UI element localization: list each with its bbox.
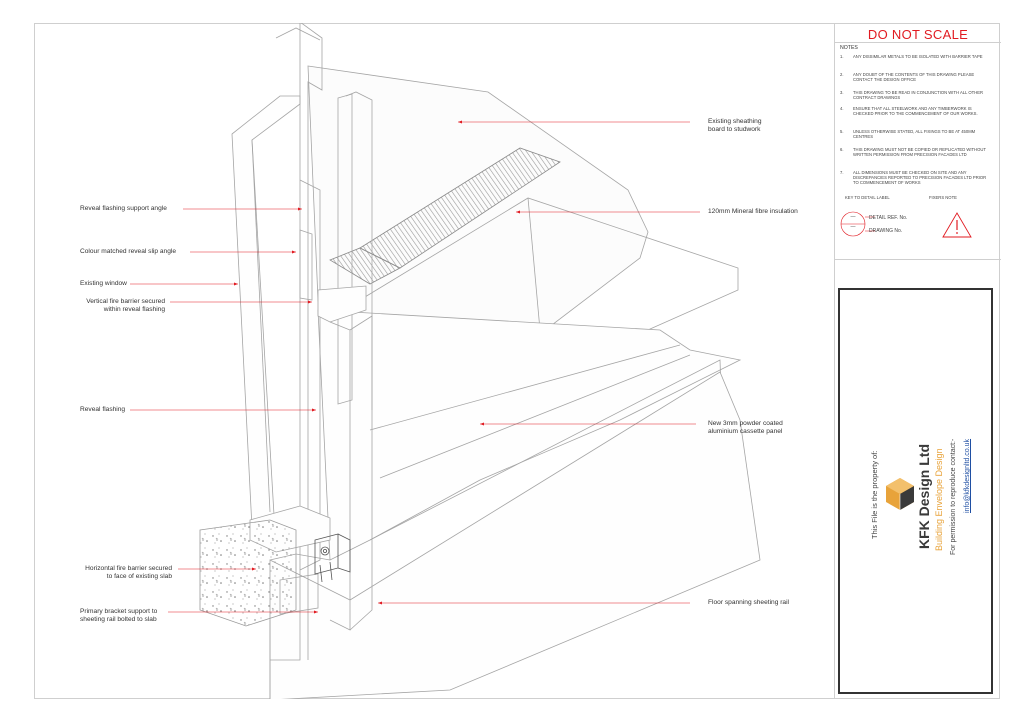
drawing-sheet-border: [34, 23, 1000, 699]
label-primary-bracket: Primary bracket support to sheeting rail…: [80, 608, 158, 623]
permission-text: For permission to reproduce contact:-: [950, 438, 957, 555]
company-tagline: Building Envelope Design: [934, 448, 944, 551]
warning-triangle-icon: [942, 212, 972, 238]
cassette-panel: [317, 309, 742, 561]
note-1: 1.Any dissimilar metals to be isolated w…: [840, 54, 983, 59]
label-reveal-flashing-support-angle: Reveal flashing support angle: [80, 205, 167, 212]
slip-angle: [299, 229, 313, 301]
circle-placeholder-top: —: [850, 214, 856, 220]
note-5: 5.Unless otherwise stated, all fixings t…: [840, 129, 976, 139]
do-not-scale-heading: DO NOT SCALE: [867, 27, 969, 42]
title-block: DO NOT SCALE NOTES 1.Any dissimilar meta…: [834, 23, 1001, 699]
note-6: 6.This drawing must not be copied or rep…: [840, 147, 986, 157]
isometric-detail-drawing: [130, 23, 761, 699]
notes-heading: NOTES: [840, 45, 858, 51]
reveal-flashing: [270, 23, 301, 661]
contact-email-link[interactable]: info@kfkdesignltd.co.uk: [964, 438, 971, 513]
existing-slab: [199, 519, 297, 627]
fixers-note-label: FIXERS NOTE: [929, 195, 957, 200]
label-existing-sheathing: Existing sheathing board to studwork: [708, 118, 762, 133]
label-cassette-panel: New 3mm powder coated aluminium cassette…: [708, 420, 783, 435]
label-mineral-fibre-insulation: 120mm Mineral fibre insulation: [708, 208, 798, 215]
circle-placeholder-bottom: —: [850, 224, 856, 230]
primary-bracket: [314, 533, 351, 583]
label-existing-window: Existing window: [80, 280, 127, 287]
label-floor-spanning-rail: Floor spanning sheeting rail: [708, 599, 790, 606]
label-vertical-fire-barrier: Vertical fire barrier secured within rev…: [86, 298, 165, 313]
property-of-text: This File is the property of:: [870, 450, 879, 539]
note-3: 3.This drawing to be read in conjunction…: [840, 90, 984, 100]
divider: [835, 259, 1001, 260]
label-horizontal-fire-barrier: Horizontal fire barrier secured to face …: [85, 565, 172, 580]
window-frame: [231, 95, 301, 529]
company-name: KFK Design Ltd: [916, 444, 932, 549]
label-reveal-flashing: Reveal flashing: [80, 406, 126, 413]
ownership-panel: [838, 288, 993, 694]
note-7: 7.All dimensions must be checked on site…: [840, 170, 987, 185]
label-colour-matched-slip-angle: Colour matched reveal slip angle: [80, 248, 177, 255]
kfk-logo-icon: [886, 478, 914, 510]
divider: [835, 42, 1001, 43]
key-symbols: [840, 211, 972, 238]
key-to-detail-label: KEY TO DETAIL LABEL: [845, 195, 890, 200]
drawing-no-label: DRAWING No.: [869, 228, 903, 234]
note-4: 4.Ensure that all steelwork and any timb…: [840, 106, 978, 116]
note-2: 2.Any doubt of the contents of this draw…: [840, 72, 975, 82]
detail-ref-label: DETAIL REF. No.: [869, 215, 908, 221]
